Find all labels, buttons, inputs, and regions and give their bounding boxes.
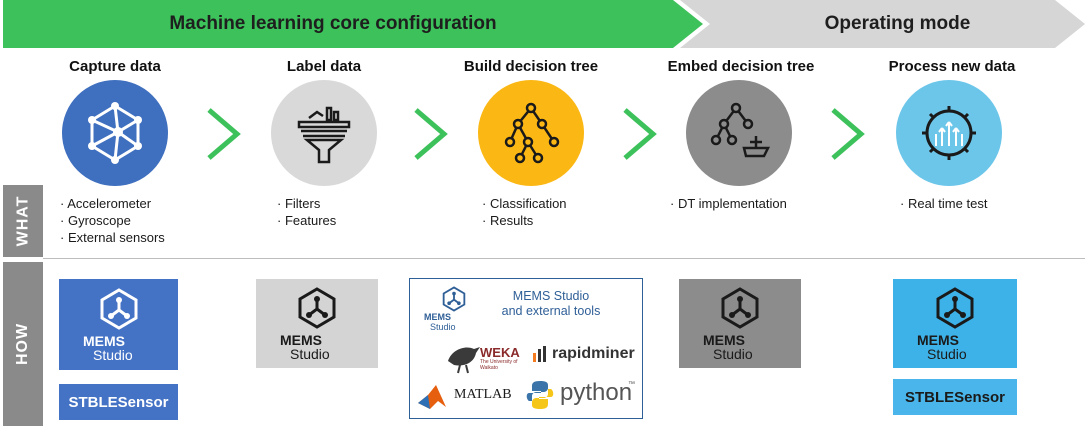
capture-data-circle	[62, 80, 168, 186]
mems-brand: MEMS	[83, 333, 125, 349]
tools-box-title-line2: and external tools	[501, 304, 601, 318]
tools-box-title-line1: MEMS Studio	[512, 289, 590, 303]
tools-box-title: MEMS Studio and external tools	[476, 289, 626, 319]
mems-brand: MEMS	[703, 332, 745, 348]
chevron-right-icon	[831, 108, 865, 160]
chevron-right-icon	[414, 108, 448, 160]
mems-brand: MEMS	[917, 332, 959, 348]
embedded-tree-icon	[710, 102, 771, 158]
studio-label: Studio	[713, 346, 753, 362]
bullet-item: External sensors	[60, 229, 165, 246]
operating-mode-banner-label: Operating mode	[824, 13, 971, 34]
process-bullets: Real time test	[900, 195, 987, 212]
matlab-logo-icon	[418, 385, 446, 409]
mini-studio-label: Studio	[430, 322, 456, 332]
ml-config-banner-label: Machine learning core configuration	[169, 13, 497, 34]
bullet-item: Gyroscope	[60, 212, 165, 229]
rapidminer-logo-icon	[533, 346, 546, 362]
chevron-right-icon	[623, 108, 657, 160]
bullet-item: Filters	[277, 195, 336, 212]
what-label: WHAT	[3, 185, 43, 257]
bullet-item: DT implementation	[670, 195, 787, 212]
build-bullets: Classification Results	[482, 195, 567, 229]
weka-subtitle: The University of Waikato	[480, 359, 518, 371]
mini-mems-brand: MEMS	[424, 312, 451, 322]
rapidminer-label: rapidminer	[552, 345, 635, 362]
studio-label: Studio	[290, 346, 330, 362]
mems-studio-logo-icon	[442, 286, 466, 312]
how-label: HOW	[3, 262, 43, 426]
label-bullets: Filters Features	[277, 195, 336, 229]
mems-studio-tile-light: MEMS Studio	[256, 279, 378, 368]
how-label-text: HOW	[14, 322, 32, 366]
step-title-capture: Capture data	[69, 58, 161, 75]
section-divider	[43, 258, 1085, 259]
studio-label: Studio	[927, 346, 967, 362]
bullet-item: Results	[482, 212, 567, 229]
mems-studio-logo-icon	[298, 287, 336, 329]
external-tools-box: MEMS Studio MEMS Studio and external too…	[409, 278, 643, 419]
network-nodes-icon	[88, 102, 142, 164]
step-title-embed: Embed decision tree	[667, 58, 815, 75]
mems-studio-tile-cyan: MEMS Studio	[893, 279, 1017, 368]
step-title-build: Build decision tree	[463, 58, 599, 75]
label-data-circle	[271, 80, 377, 186]
weka-bird-icon	[448, 347, 480, 374]
gear-processor-icon	[922, 106, 976, 160]
mems-studio-logo-icon	[936, 287, 974, 329]
mems-studio-tile-dark: MEMS Studio	[679, 279, 801, 368]
studio-label: Studio	[93, 347, 133, 363]
decision-tree-icon	[504, 102, 560, 164]
python-label: python	[560, 379, 633, 406]
matlab-label: MATLAB	[454, 387, 512, 402]
stblesensor-badge: STBLESensor	[59, 384, 178, 420]
weka-label: WEKA	[480, 345, 520, 360]
embed-bullets: DT implementation	[670, 195, 787, 212]
mems-studio-logo-icon	[721, 287, 759, 329]
mems-studio-tile-blue: MEMS Studio	[59, 279, 178, 370]
stblesensor-badge: STBLESensor	[893, 379, 1017, 415]
bullet-item: Accelerometer	[60, 195, 165, 212]
step-title-process: Process new data	[888, 58, 1016, 75]
mems-studio-logo-icon	[100, 288, 137, 330]
filter-funnel-icon	[297, 106, 351, 164]
operating-mode-banner: Operating mode	[680, 0, 1085, 48]
chevron-right-icon	[207, 108, 241, 160]
ml-config-banner: Machine learning core configuration	[3, 0, 703, 48]
what-label-text: WHAT	[14, 195, 32, 247]
embed-tree-circle	[686, 80, 792, 186]
step-title-label: Label data	[286, 58, 362, 75]
python-trademark: ™	[628, 381, 635, 388]
mems-brand: MEMS	[280, 332, 322, 348]
bullet-item: Features	[277, 212, 336, 229]
bullet-item: Real time test	[900, 195, 987, 212]
bullet-item: Classification	[482, 195, 567, 212]
process-data-circle	[896, 80, 1002, 186]
build-tree-circle	[478, 80, 584, 186]
capture-bullets: Accelerometer Gyroscope External sensors	[60, 195, 165, 246]
python-logo-icon	[526, 381, 554, 409]
